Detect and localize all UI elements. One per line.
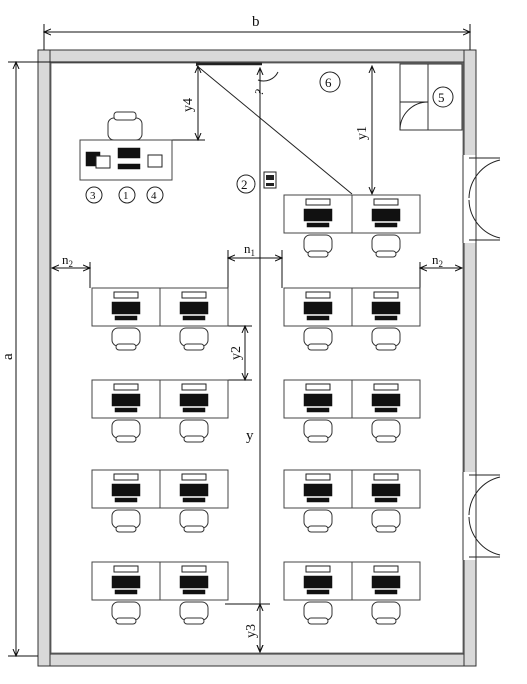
marker-4-label: 4: [151, 190, 157, 202]
workstation: [351, 287, 421, 351]
label-a: a: [0, 353, 16, 360]
desk-pair: [283, 194, 421, 258]
label-n1: n1: [244, 241, 255, 258]
label-y3: y3: [244, 624, 259, 638]
workstation: [159, 469, 229, 533]
dim-n2-left: [52, 262, 90, 288]
label-y: y: [246, 428, 254, 444]
dim-y3: [225, 604, 270, 652]
workstation: [91, 379, 161, 443]
cabinet-5: [399, 63, 463, 131]
label-n2-right: n2: [432, 252, 443, 269]
door-lower: [468, 474, 501, 558]
dim-y2: [225, 326, 252, 380]
desk-pair: [283, 379, 421, 443]
desk-pair: [91, 469, 229, 533]
workstation: [351, 561, 421, 625]
dim-n1: [228, 250, 282, 288]
label-y2: y2: [229, 346, 244, 360]
phone-icon: [263, 171, 277, 189]
desk-pair: [91, 379, 229, 443]
workstation: [283, 561, 353, 625]
workstation: [159, 287, 229, 351]
workstation: [283, 194, 353, 258]
desk-pair: [283, 287, 421, 351]
workstation: [351, 469, 421, 533]
workstation: [283, 379, 353, 443]
marker-5-label: 5: [438, 90, 445, 105]
markers: [85, 71, 454, 204]
label-angle: ?: [252, 87, 267, 97]
label-y4: y4: [181, 98, 196, 112]
marker-3-label: 3: [90, 190, 96, 202]
workstation: [91, 561, 161, 625]
door-upper: [468, 157, 501, 241]
workstation: [283, 469, 353, 533]
workstation: [159, 379, 229, 443]
label-y1: y1: [355, 126, 370, 140]
workstation: [351, 194, 421, 258]
marker-2-label: 2: [241, 177, 248, 192]
marker-6-label: 6: [325, 75, 332, 90]
workstation: [283, 287, 353, 351]
student-desks: [91, 194, 421, 625]
teacher-desk: [79, 111, 173, 181]
marker-1-label: 1: [123, 190, 129, 202]
dim-n2-right: [420, 262, 462, 288]
workstation: [351, 379, 421, 443]
dim-a: [8, 62, 200, 656]
desk-pair: [283, 469, 421, 533]
desk-pair: [283, 561, 421, 625]
desk-pair: [91, 287, 229, 351]
dim-b: [44, 24, 470, 50]
workstation: [91, 287, 161, 351]
workstation: [159, 561, 229, 625]
desk-pair: [91, 561, 229, 625]
label-b: b: [252, 14, 260, 30]
label-n2-left: n2: [62, 252, 73, 269]
